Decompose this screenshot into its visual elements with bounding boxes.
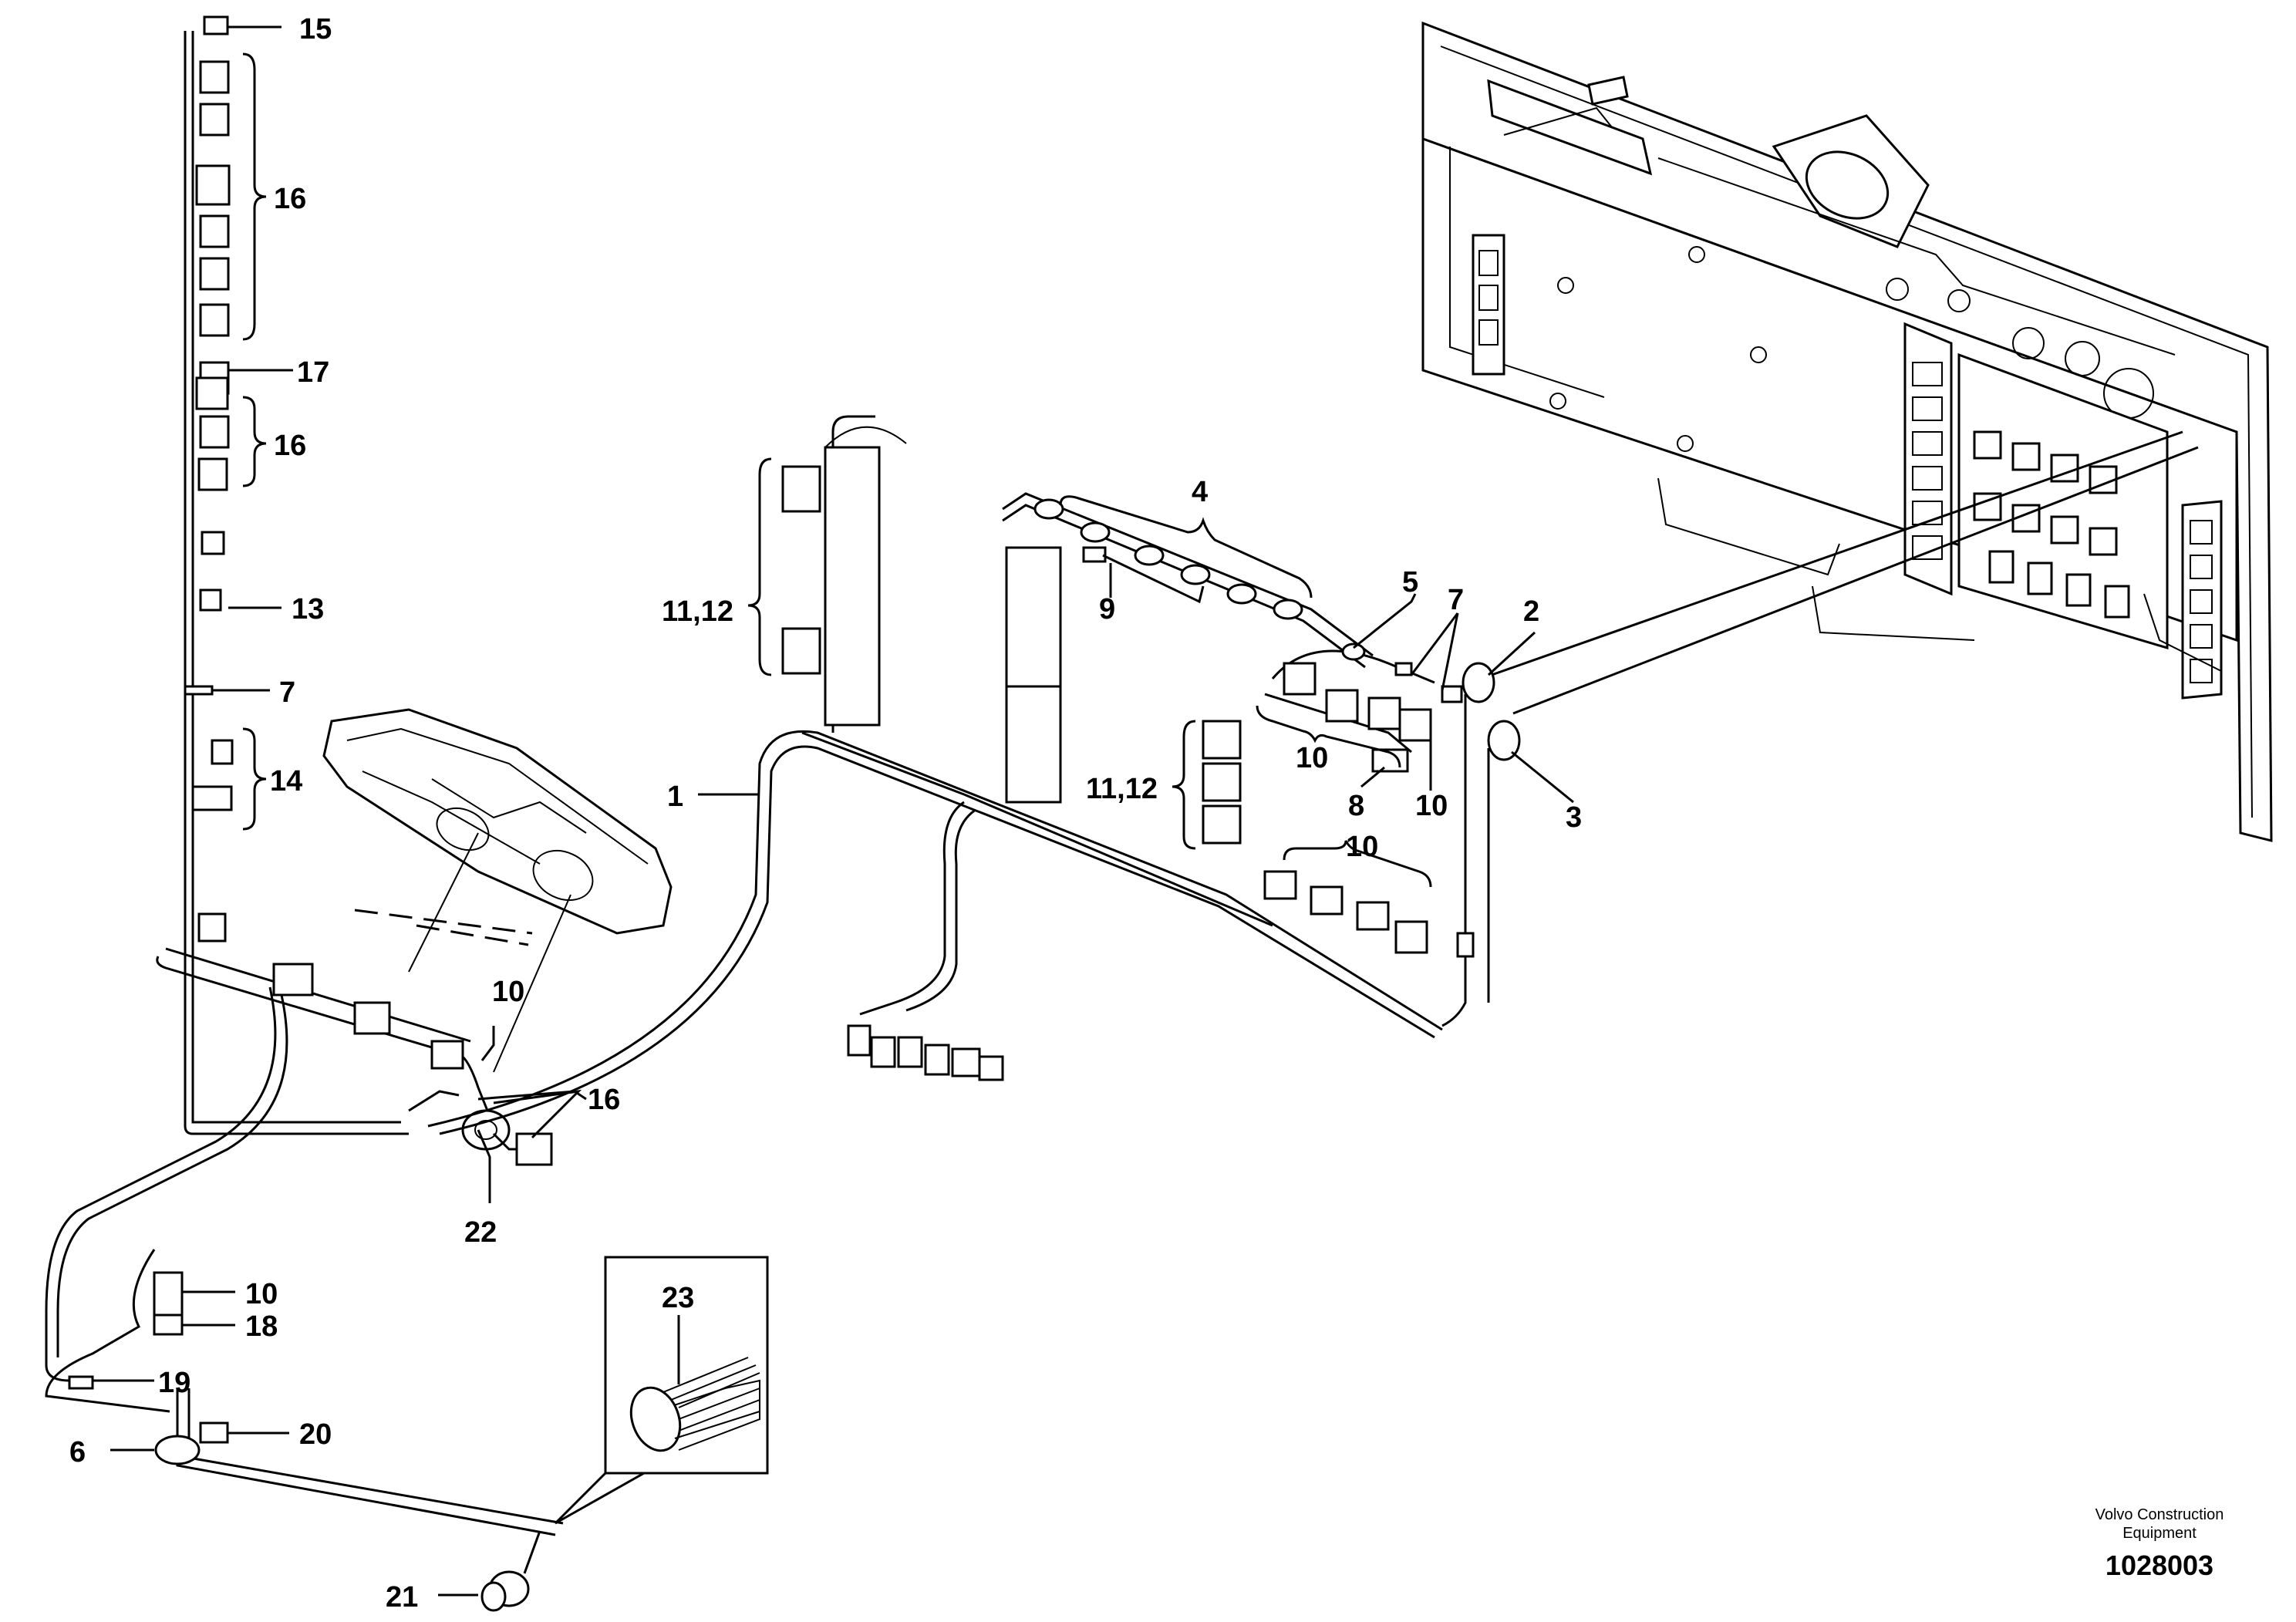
callout-14: 14: [270, 765, 302, 798]
callout-23: 23: [662, 1282, 694, 1314]
callout-10-cluster: 10: [1296, 742, 1328, 774]
dash-harness: [45, 947, 564, 1612]
instrument-cluster: [322, 708, 673, 1073]
callout-6: 6: [69, 1436, 86, 1469]
callout-21: 21: [386, 1581, 418, 1614]
leader-lines: [93, 25, 1574, 1597]
leader-2-panel: [1480, 430, 2183, 680]
callout-16-mid: 16: [274, 430, 306, 462]
leader-3-panel: [1512, 446, 2199, 715]
callout-16-bottom: 16: [588, 1084, 620, 1116]
callout-11-12-right: 11,12: [1086, 773, 1158, 805]
callout-10-lower: 10: [245, 1278, 278, 1310]
callout-10-dash: 10: [492, 976, 524, 1008]
callout-7-right: 7: [1448, 584, 1464, 616]
callout-10-right: 10: [1415, 790, 1448, 822]
callout-2: 2: [1523, 595, 1539, 628]
figure-footer: Volvo Construction Equipment 1028003: [2095, 1506, 2224, 1581]
callout-15: 15: [299, 13, 332, 46]
callout-5: 5: [1402, 566, 1418, 599]
distribution-panel: [1421, 21, 2273, 842]
callout-1: 1: [667, 781, 683, 813]
callout-22: 22: [464, 1216, 497, 1249]
brand-line-1: Volvo Construction: [2095, 1506, 2224, 1523]
callout-8: 8: [1348, 790, 1364, 822]
callout-17: 17: [297, 356, 329, 389]
main-harness: [427, 415, 1443, 1135]
callout-labels: 15 16 17 16 13 7 14 1 10 16 22 10 18 19 …: [69, 13, 1582, 1614]
callout-19: 19: [158, 1367, 190, 1399]
braces: [242, 52, 1432, 888]
callout-11-12-left: 11,12: [662, 595, 733, 628]
callout-13: 13: [292, 593, 324, 626]
callout-18: 18: [245, 1310, 278, 1343]
conduit-inset: [554, 1256, 769, 1525]
left-vertical-harness: [184, 15, 409, 1135]
connector-row-4: [1002, 492, 1374, 669]
callout-10-bottom: 10: [1346, 831, 1378, 863]
callout-7-left: 7: [279, 676, 295, 709]
callout-9: 9: [1099, 593, 1115, 626]
figure-number: 1028003: [2106, 1549, 2213, 1581]
callout-3: 3: [1566, 801, 1582, 834]
connector-cluster-right: [1263, 642, 1521, 1027]
brand-line-2: Equipment: [2122, 1525, 2197, 1542]
callout-20: 20: [299, 1418, 332, 1451]
callout-16-top: 16: [274, 183, 306, 215]
callout-4: 4: [1192, 476, 1208, 508]
